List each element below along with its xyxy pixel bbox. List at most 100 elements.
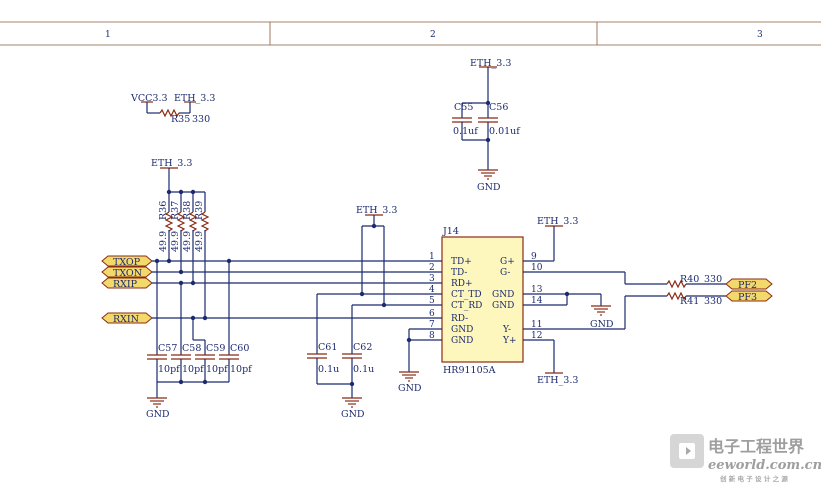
c55-c56-group: ETH_3.3 C55 C56 0.1uf 0.01uf GND — [452, 58, 521, 193]
termination-resistors: ETH_3.3 R36 R37 R38 R39 49.9 49.9 49.9 4… — [151, 158, 210, 318]
r38-value: 49.9 — [182, 231, 193, 252]
c61-value: 0.1u — [318, 364, 339, 375]
c57-ref: C57 — [158, 343, 177, 354]
c57-value: 10pf — [158, 364, 181, 375]
j14-pin-name: GND — [451, 325, 473, 335]
watermark: 电子工程世界 eeworld.com.cn 创 新 电 子 设 计 之 源 — [670, 434, 821, 483]
j14-pins13-14-gnd: GND — [550, 291, 614, 330]
vcc-label: VCC3.3 — [130, 93, 168, 104]
eth-label-c55: ETH_3.3 — [470, 58, 511, 69]
j14-pin-num: 5 — [429, 296, 435, 306]
r35-symbol — [159, 108, 180, 118]
r38-ref: R38 — [182, 201, 193, 220]
j14-pin-num: 8 — [429, 331, 435, 341]
j14-pin-name: GND — [451, 336, 473, 346]
r40-r41-group: R40 330 R41 330 PF2 PF3 — [624, 272, 773, 329]
frame-zone-2: 2 — [430, 30, 436, 40]
j14-pin-name: CT_TD — [451, 290, 482, 300]
frame-border: 1 2 3 — [0, 21, 821, 46]
j14-pin-num: 6 — [429, 309, 435, 319]
signal-wires — [152, 258, 420, 321]
r36-ref: R36 — [158, 201, 169, 220]
r37-symbol — [176, 211, 186, 232]
j14-pin9-power: ETH_3.3 — [537, 216, 578, 262]
j14-pin-num: 7 — [429, 320, 435, 330]
j14-pin-num: 9 — [531, 252, 537, 262]
j14-pin-num: 13 — [531, 285, 543, 295]
r37-ref: R37 — [170, 201, 181, 220]
c62-ref: C62 — [353, 342, 372, 353]
r36-value: 49.9 — [158, 231, 169, 252]
j14-pin-num: 12 — [531, 331, 542, 341]
j14-pin-name: Y+ — [502, 336, 516, 346]
port-txon-label: TXON — [113, 268, 142, 279]
j14-pin-num: 10 — [531, 263, 543, 273]
j14-pin-num: 11 — [531, 320, 542, 330]
r36-symbol — [164, 211, 174, 232]
c56-value: 0.01uf — [489, 126, 521, 137]
j14-pin-name: GND — [492, 301, 514, 311]
j14-pin-num: 1 — [429, 252, 435, 262]
gnd-symbol — [147, 397, 167, 408]
port-pf2 — [725, 278, 773, 290]
j14-left-gnd: GND — [398, 329, 422, 394]
gnd-symbol — [399, 371, 419, 382]
j14-pin-name: CT_RD — [451, 301, 482, 311]
r40-ref: R40 — [680, 274, 699, 285]
c60-ref: C60 — [230, 343, 249, 354]
port-pf3-label: PF3 — [738, 292, 757, 303]
gnd-label-c56: GND — [477, 182, 501, 193]
r41-value: 330 — [704, 296, 722, 307]
j14-pin-num: 4 — [429, 285, 435, 295]
c59-ref: C59 — [206, 343, 225, 354]
watermark-title: 电子工程世界 — [708, 437, 804, 456]
c55-ref: C55 — [454, 102, 473, 113]
watermark-tagline: 创 新 电 子 设 计 之 源 — [719, 474, 788, 483]
gnd-label-pin13: GND — [590, 319, 614, 330]
ct-group: ETH_3.3 C61 C62 0.1u 0.1u GND — [307, 205, 420, 420]
r39-symbol — [200, 211, 210, 232]
j14-body — [441, 236, 524, 363]
port-pf3 — [725, 290, 773, 302]
eth-label-r36: ETH_3.3 — [151, 158, 192, 169]
eth-label-ct: ETH_3.3 — [356, 205, 397, 216]
eth-label-pin9: ETH_3.3 — [537, 216, 578, 227]
c59-value: 10pf — [206, 364, 229, 375]
j14-pin-num: 3 — [429, 274, 435, 284]
c56-ref: C56 — [489, 102, 508, 113]
gnd-label-c62: GND — [341, 409, 365, 420]
r35-ref: R35 — [171, 114, 190, 125]
j14-pin12-power: ETH_3.3 — [537, 339, 578, 386]
r40-value: 330 — [704, 274, 722, 285]
j14-pin-name: G+ — [500, 257, 515, 267]
j14-pin-name: Y- — [502, 325, 511, 335]
r37-value: 49.9 — [170, 231, 181, 252]
r41-symbol — [666, 291, 687, 301]
c57-c60-group: C57 C58 C59 C60 10pf 10pf 10pf 10pf GND — [146, 261, 253, 420]
j14-pin-num: 14 — [531, 296, 543, 306]
frame-zone-3: 3 — [757, 30, 763, 40]
r35-group: VCC3.3 ETH_3.3 R35 330 — [130, 93, 215, 125]
r38-symbol — [188, 211, 198, 232]
port-rxip-label: RXIP — [113, 279, 138, 290]
gnd-label-j14: GND — [398, 383, 422, 394]
r40-symbol — [666, 279, 687, 289]
gnd-symbol — [591, 305, 611, 316]
port-txop-label: TXOP — [113, 257, 141, 268]
r35-value: 330 — [192, 114, 210, 125]
j14-ref: J14 — [442, 226, 459, 237]
j14-pin-num: 2 — [429, 263, 435, 273]
port-pf2-label: PF2 — [738, 280, 757, 291]
frame-zone-1: 1 — [105, 30, 111, 40]
c58-ref: C58 — [182, 343, 201, 354]
gnd-symbol — [478, 169, 498, 180]
gnd-symbol — [342, 397, 362, 408]
j14-pin-name: RD+ — [451, 279, 473, 289]
eth-label-pin12: ETH_3.3 — [537, 375, 578, 386]
eth-label-r35: ETH_3.3 — [174, 93, 215, 104]
r39-value: 49.9 — [194, 231, 205, 252]
c61-ref: C61 — [318, 342, 337, 353]
c58-value: 10pf — [182, 364, 205, 375]
port-rxin-label: RXIN — [113, 314, 139, 325]
